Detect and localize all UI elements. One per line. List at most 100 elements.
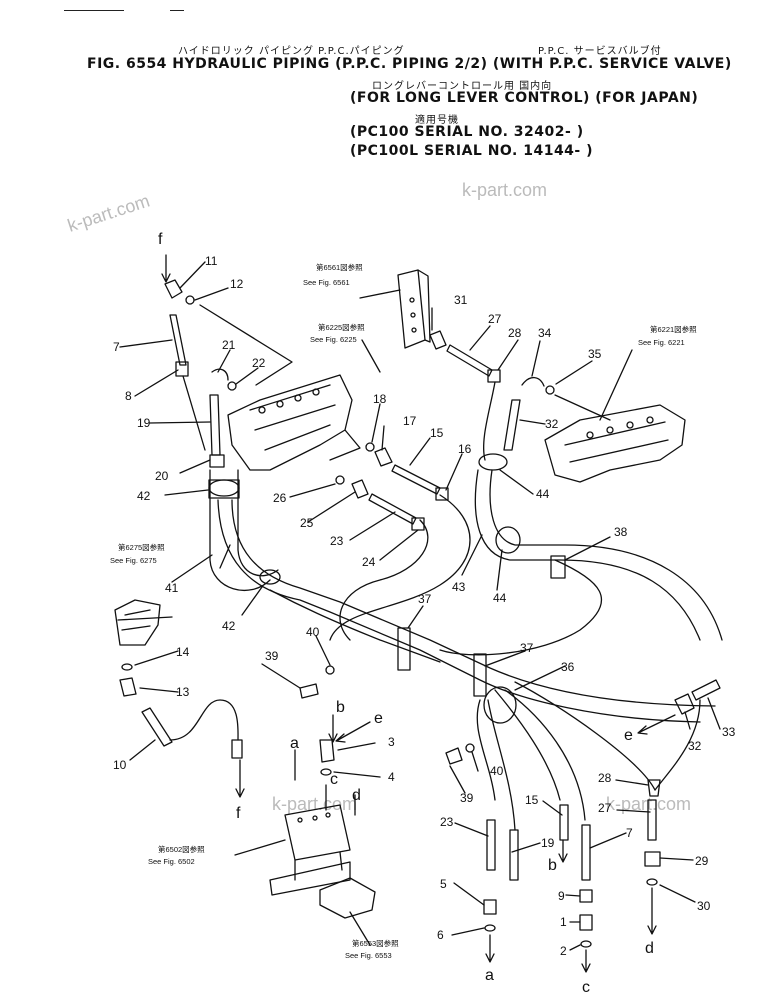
pipe-bundle-lower (231, 499, 716, 707)
callout: 28 (508, 326, 522, 340)
port (276, 400, 284, 408)
letter-f: f (236, 805, 241, 822)
leader-line (461, 469, 611, 591)
ref-6221: See Fig. 6221 (638, 338, 685, 347)
callout: 19 (541, 836, 555, 850)
clamp-37-upper (397, 627, 411, 671)
callout: 36 (561, 660, 575, 674)
callout: 42 (137, 489, 151, 503)
leader-line (171, 544, 263, 616)
letter-b: b (548, 857, 557, 874)
arrow-e-top (335, 721, 371, 743)
ppc-valve-right (544, 404, 686, 483)
callout: 40 (306, 625, 320, 639)
leader-6225 (199, 304, 293, 386)
ref-6553-jp: 第6553図参照 (352, 938, 399, 948)
ref-6225-jp: 第6225図参照 (318, 322, 365, 332)
letter-c: c (582, 979, 590, 996)
o-ring-2 (580, 940, 592, 948)
hose-fitting-10-end (231, 739, 243, 759)
port (312, 815, 318, 821)
hose-fitting-20 (209, 454, 225, 468)
port (646, 416, 654, 424)
callout: 28 (598, 771, 612, 785)
fitting-1 (579, 914, 593, 931)
callout: 3 (388, 735, 395, 749)
letter-d: d (352, 787, 361, 804)
callout: 19 (137, 416, 151, 430)
connection-letters: f f a b e c d e b a c d (158, 231, 654, 996)
callout: 39 (460, 791, 474, 805)
fitting-25 (351, 479, 369, 499)
callout: 27 (598, 801, 612, 815)
hose-7-lower (581, 824, 591, 881)
callout: 16 (458, 442, 472, 456)
hose-27-lower (647, 799, 657, 841)
leader-line (497, 339, 593, 425)
ref-6561-jp: 第6561図参照 (316, 262, 363, 272)
callout: 15 (525, 793, 539, 807)
fitting-11 (164, 279, 183, 299)
callout: 24 (362, 555, 376, 569)
o-ring-30 (646, 878, 658, 886)
elbow-21 (211, 368, 229, 381)
leader-line (117, 289, 633, 621)
block-6502 (284, 804, 351, 861)
pipe-to-19 (487, 699, 516, 831)
callout: 11 (205, 254, 218, 268)
callout: 21 (222, 338, 236, 352)
letter-a: a (485, 967, 494, 984)
callout: 25 (300, 516, 314, 530)
fitting-17 (374, 447, 393, 467)
arrow-f-bottom (235, 759, 245, 798)
hose-fitting-16 (435, 487, 449, 501)
hose-27 (446, 344, 493, 377)
hose-33 (691, 679, 721, 701)
callout: 29 (695, 854, 709, 868)
pipe-24-route (339, 519, 429, 641)
leader-line (149, 421, 211, 496)
o-ring-18 (365, 442, 375, 452)
pipe-43-inner (489, 469, 723, 641)
pipe-41 (269, 589, 441, 663)
pipe-to-c (504, 689, 586, 821)
arrow-c-bottom (581, 949, 591, 973)
ref-6561: See Fig. 6561 (303, 278, 350, 287)
callout: 30 (697, 899, 711, 913)
watermark: k-part.com (272, 794, 357, 814)
arrow-e-right (637, 714, 676, 735)
port (411, 327, 417, 333)
port (325, 812, 331, 818)
callout: 7 (626, 826, 633, 840)
callouts: 11 12 7 8 21 22 19 20 42 18 17 15 16 26 … (113, 254, 736, 958)
callout: 14 (176, 645, 190, 659)
port (626, 421, 634, 429)
callout: 34 (538, 326, 552, 340)
clamp-44-lower (495, 526, 521, 554)
clamp-38 (550, 555, 566, 579)
callout: 20 (155, 469, 169, 483)
figure-title-jp-right: P.P.C. サービスバルブ付 (538, 46, 662, 57)
callout: 26 (273, 491, 287, 505)
hose-7 (169, 314, 187, 366)
callout: 41 (165, 581, 179, 595)
leader-line (217, 349, 385, 451)
watermark: k-part.com (462, 180, 547, 200)
o-ring-26 (335, 475, 345, 485)
ref-6502: See Fig. 6502 (148, 857, 195, 866)
o-ring-22 (227, 381, 237, 391)
callout: 6 (437, 928, 444, 942)
callout: 22 (252, 356, 266, 370)
callout: 35 (588, 347, 602, 361)
pipe-to-d-hose (654, 699, 701, 791)
clamp-42-upper (208, 479, 240, 497)
letter-a: a (290, 735, 299, 752)
elbow-34 (521, 376, 545, 387)
clamp-42-upper-body (208, 479, 240, 499)
callout: 32 (688, 739, 702, 753)
letter-e: e (624, 727, 633, 744)
callout: 1 (560, 915, 567, 929)
callout: 13 (176, 685, 190, 699)
block-6553 (319, 877, 376, 919)
